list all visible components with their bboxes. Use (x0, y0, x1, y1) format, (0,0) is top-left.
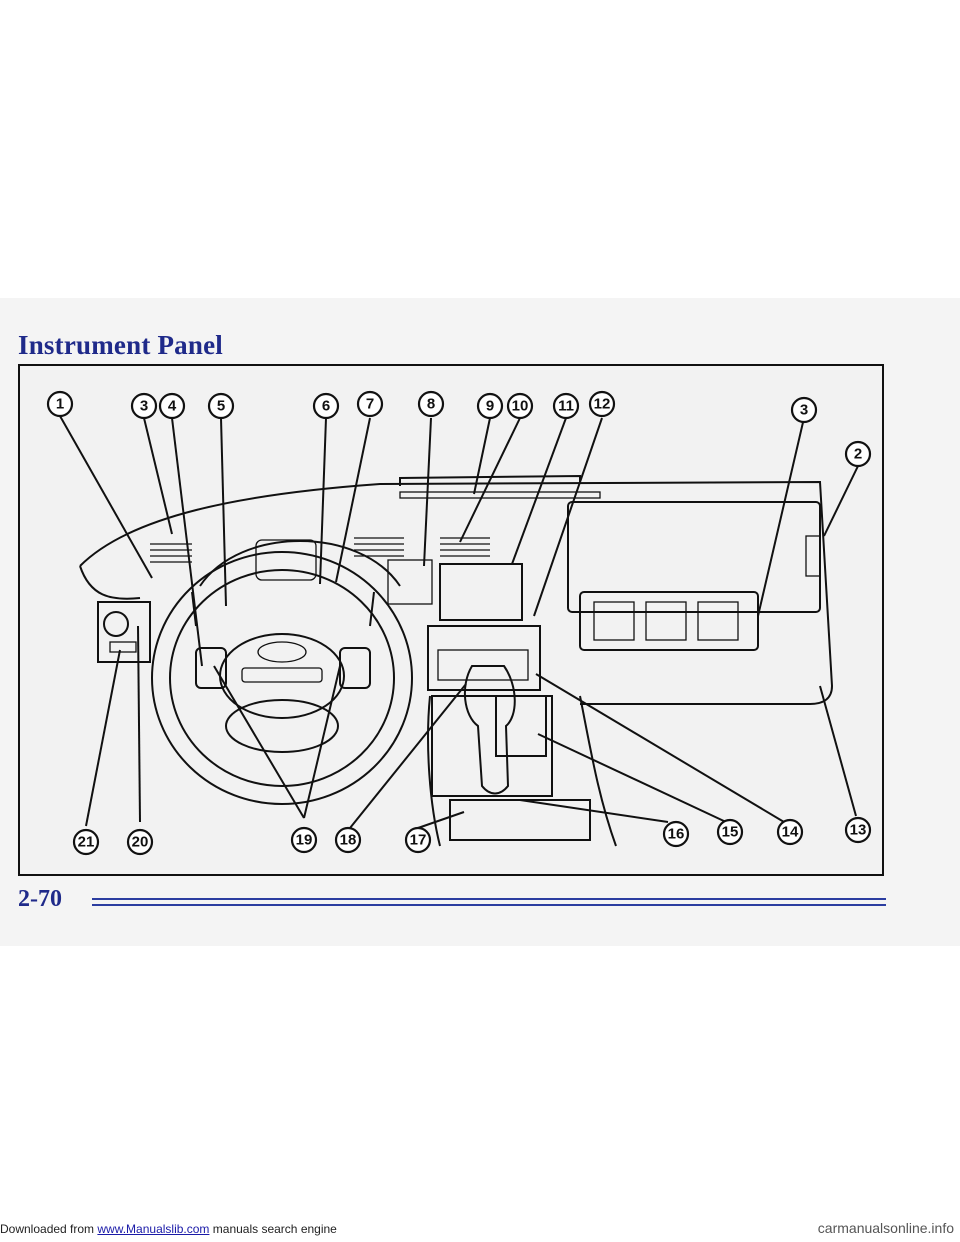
svg-text:13: 13 (850, 822, 867, 839)
callout-20: 20 (126, 828, 154, 856)
manualslib-link[interactable]: www.Manualslib.com (97, 1222, 210, 1236)
download-footer: Downloaded from www.Manualslib.com manua… (0, 1222, 337, 1236)
callout-12: 12 (588, 390, 616, 418)
callout-18: 18 (334, 826, 362, 854)
footer-rule-top (92, 898, 886, 900)
svg-text:2: 2 (854, 446, 862, 463)
svg-text:9: 9 (486, 398, 494, 415)
callout-8: 8 (417, 390, 445, 418)
callout-5: 5 (207, 392, 235, 420)
instrument-panel-figure: 1 3 4 5 6 7 8 9 10 11 12 3 2 13 14 15 16… (18, 364, 884, 876)
svg-text:11: 11 (558, 398, 574, 415)
svg-text:4: 4 (168, 398, 177, 415)
svg-text:3: 3 (800, 402, 808, 419)
svg-text:7: 7 (366, 396, 374, 413)
callout-10: 10 (506, 392, 534, 420)
page-title: Instrument Panel (18, 330, 223, 360)
footer-suffix: manuals search engine (209, 1222, 337, 1236)
callout-2: 2 (844, 440, 872, 468)
callout-21: 21 (72, 828, 100, 856)
svg-text:17: 17 (410, 832, 427, 849)
svg-text:14: 14 (782, 824, 799, 841)
callout-15: 15 (716, 818, 744, 846)
callout-1: 1 (46, 390, 74, 418)
watermark-text: carmanualsonline.info (817, 1220, 954, 1236)
callout-19: 19 (290, 826, 318, 854)
callout-17: 17 (404, 826, 432, 854)
svg-text:10: 10 (512, 398, 529, 415)
footer-prefix: Downloaded from (0, 1222, 98, 1236)
svg-text:3: 3 (140, 398, 148, 415)
svg-text:15: 15 (722, 824, 739, 841)
svg-text:18: 18 (340, 832, 357, 849)
callout-13: 13 (844, 816, 872, 844)
svg-text:20: 20 (132, 834, 149, 851)
callout-3-right: 3 (790, 396, 818, 424)
dashboard-drawing (79, 474, 834, 847)
svg-text:16: 16 (668, 826, 685, 843)
callout-11: 11 (552, 392, 580, 420)
callout-6: 6 (312, 392, 340, 420)
callout-14: 14 (776, 818, 804, 846)
callout-9: 9 (476, 392, 504, 420)
svg-text:21: 21 (78, 834, 95, 851)
page-number: 2-70 (18, 886, 62, 912)
svg-text:12: 12 (594, 396, 611, 413)
svg-text:5: 5 (217, 398, 225, 415)
svg-text:1: 1 (56, 396, 64, 413)
svg-text:6: 6 (322, 398, 330, 415)
svg-text:8: 8 (427, 396, 435, 413)
callout-7: 7 (356, 390, 384, 418)
instrument-panel-illustration: 1 3 4 5 6 7 8 9 10 11 12 3 2 13 14 15 16… (46, 390, 872, 856)
callout-4: 4 (158, 392, 186, 420)
callout-3-left: 3 (130, 392, 158, 420)
callout-leaders (59, 415, 859, 829)
callout-16: 16 (662, 820, 690, 848)
svg-text:19: 19 (296, 832, 313, 849)
footer-rule-bottom (92, 904, 886, 906)
